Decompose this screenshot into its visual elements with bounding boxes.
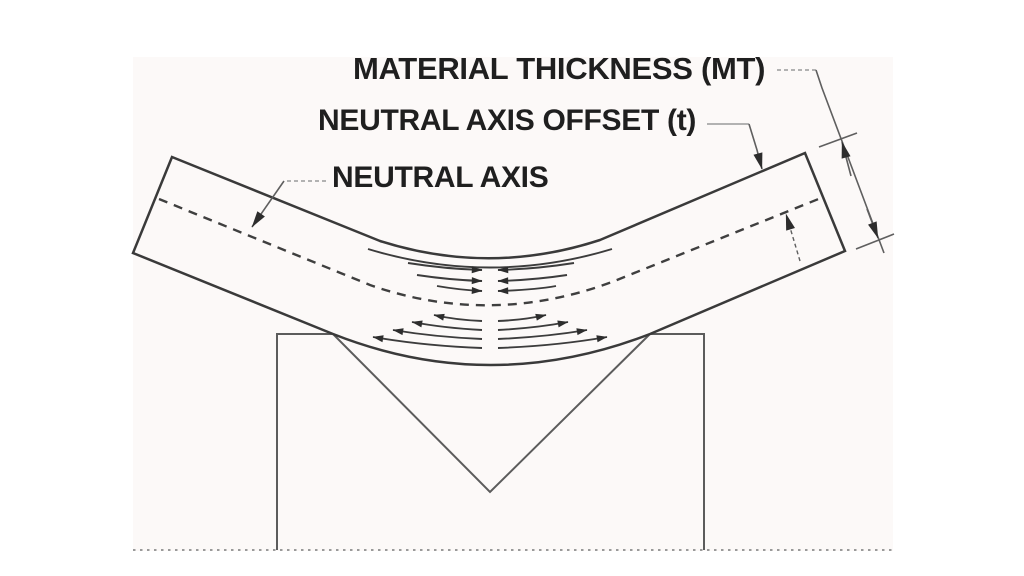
mt-extension-tick-top	[818, 132, 858, 148]
sheet-metal-outline	[131, 151, 847, 367]
tension-arrow	[497, 335, 608, 349]
compression-arrows	[367, 248, 613, 295]
material-thickness-label: MATERIAL THICKNESS (MT)	[353, 51, 766, 86]
compression-arrow	[497, 262, 575, 274]
neutral-axis-leader	[251, 180, 326, 228]
tension-arrow	[433, 313, 483, 322]
tension-arrow	[372, 335, 483, 349]
mt-dimension-line	[815, 69, 885, 254]
mt-extension-tick-bottom	[855, 233, 895, 250]
t-arrow-to-surface	[748, 123, 763, 170]
neutral-axis-line	[158, 196, 822, 307]
tension-arrows	[372, 313, 608, 349]
compression-arrow	[416, 274, 483, 285]
mt-arrow-down	[866, 208, 879, 239]
compression-arrow	[497, 274, 568, 285]
tension-arrow	[497, 320, 569, 331]
tension-arrow	[392, 328, 483, 340]
tension-arrow	[411, 320, 483, 331]
mt-arrow-up	[841, 141, 852, 177]
t-arrow-to-neutral-axis	[785, 213, 801, 262]
compression-arrow	[407, 262, 483, 274]
neutral-axis-leader-arrow	[251, 180, 285, 228]
neutral-axis-label: NEUTRAL AXIS	[332, 161, 549, 194]
t-dimension	[707, 123, 801, 262]
mt-dimension	[777, 69, 895, 254]
v-die	[133, 333, 893, 551]
compression-arrow	[497, 285, 557, 295]
neutral-axis-offset-label: NEUTRAL AXIS OFFSET (t)	[318, 104, 697, 137]
compression-arrow	[436, 285, 483, 295]
tension-arrow	[497, 313, 547, 322]
v-die-outline	[276, 333, 705, 550]
compression-flow-line	[367, 248, 613, 269]
tension-arrow	[497, 328, 588, 340]
